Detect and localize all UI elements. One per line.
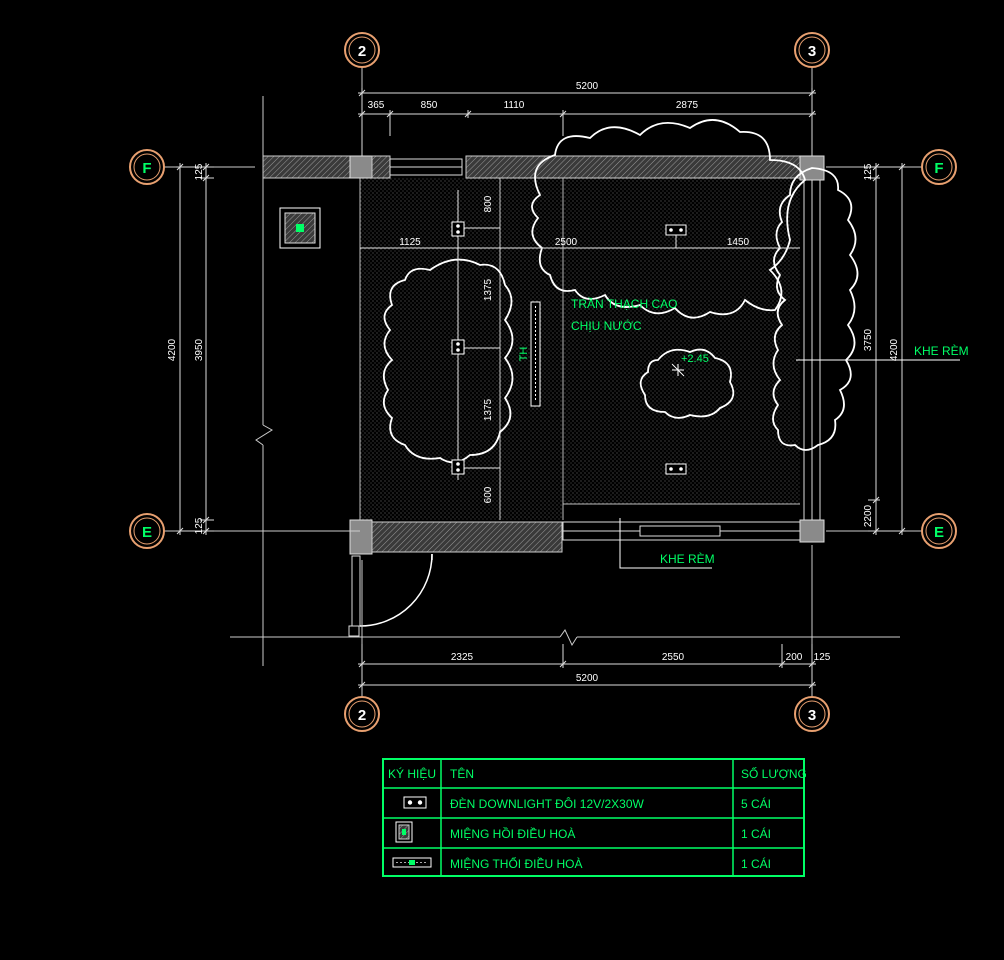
double-downlight-icon [665,224,687,236]
dim-top-2: 850 [421,100,438,111]
grid-bubble-f-right: F [921,149,957,185]
tree-center [639,348,735,419]
grid-bubble-3-bottom: 3 [794,696,830,732]
legend-header-qty: SỐ LƯỢNG [741,766,807,781]
legend-row-1-qty: 5 CÁI [741,796,771,811]
double-downlight-icon [403,796,427,809]
dim-left-top: 125 [194,163,205,180]
grid-bubble-f-left: F [129,149,165,185]
return-air-grille-icon [279,207,321,249]
level-marker [671,363,685,377]
dim-top-overall: 5200 [576,81,599,92]
dim-inner-h3: 1450 [727,237,750,248]
legend-row-3-name: MIỆNG THỔI ĐIỀU HOÀ [450,856,582,871]
dim-bottom-overall: 5200 [576,673,599,684]
supply-air-diffuser-icon [530,301,541,407]
dim-inner-v3: 1375 [483,398,494,421]
supply-air-diffuser-icon [392,857,432,868]
th-label: TH [518,347,530,362]
dim-right-top: 125 [863,163,874,180]
left-dimensions [176,163,214,535]
svg-text:E: E [934,524,944,541]
top-dimensions [358,88,816,156]
level-label: +2.45 [681,353,709,365]
curtain-label-bottom: KHE RÈM [660,551,715,566]
legend-header-name: TÊN [450,766,474,781]
grid-bubble-2-bottom: 2 [344,696,380,732]
dim-top-1: 365 [368,100,385,111]
legend-row-2-qty: 1 CÁI [741,826,771,841]
dim-inner-v1: 800 [483,195,494,212]
svg-text:F: F [934,160,943,177]
grid-bubble-3-top: 3 [794,32,830,68]
ceiling-label-line1: TRẦN THẠCH CAO [571,296,677,311]
double-downlight-icon [665,463,687,475]
svg-text:3: 3 [808,707,816,724]
dim-left-overall: 4200 [167,338,178,361]
ceiling-label-line2: CHỊU NƯỚC [571,318,642,333]
grid-bubble-e-right: E [921,513,957,549]
dim-inner-v4: 600 [483,486,494,503]
curtain-label-right: KHE RÈM [914,343,969,358]
dim-right-bottom: 2200 [863,504,874,527]
svg-text:3: 3 [808,43,816,60]
legend-row-2-name: MIỆNG HỒI ĐIỀU HOÀ [450,826,575,841]
dim-inner-v2: 1375 [483,278,494,301]
dim-bottom-1: 2325 [451,652,474,663]
legend-table: KÝ HIỆU TÊN SỐ LƯỢNG ĐÈN DOWNLIGHT ĐÔI 1… [382,758,807,877]
inner-dimensions [360,190,800,480]
dim-top-4: 2875 [676,100,699,111]
svg-text:2: 2 [358,707,366,724]
tree-top-right [531,119,807,319]
return-air-grille-icon [395,821,413,843]
dim-bottom-4: 125 [814,652,831,663]
dim-left-inner: 3950 [194,338,205,361]
right-dimensions [868,163,906,535]
dim-right-overall: 4200 [889,338,900,361]
dim-bottom-3: 200 [786,652,803,663]
svg-text:E: E [142,524,152,541]
grid-bubble-2-top: 2 [344,32,380,68]
tree-left [382,258,514,464]
svg-text:F: F [142,160,151,177]
tree-right [772,167,859,451]
double-downlight-icon [451,339,465,355]
legend-row-1-name: ĐÈN DOWNLIGHT ĐÔI 12V/2X30W [450,796,644,811]
svg-text:2: 2 [358,43,366,60]
downlights [451,221,687,475]
dim-inner-h1: 1125 [399,237,421,248]
walls [262,155,825,637]
ceiling-area [359,178,800,520]
dim-bottom-2: 2550 [662,652,685,663]
dim-top-3: 1110 [504,100,525,111]
dim-inner-h2: 2500 [555,237,578,248]
dim-right-inner: 3750 [863,328,874,351]
dim-left-bottom: 125 [194,517,205,534]
legend-row-3-qty: 1 CÁI [741,856,771,871]
grid-bubble-e-left: E [129,513,165,549]
double-downlight-icon [451,221,465,237]
legend-header-symbol: KÝ HIỆU [388,766,436,781]
double-downlight-icon [451,459,465,475]
bottom-dimensions [358,644,816,690]
